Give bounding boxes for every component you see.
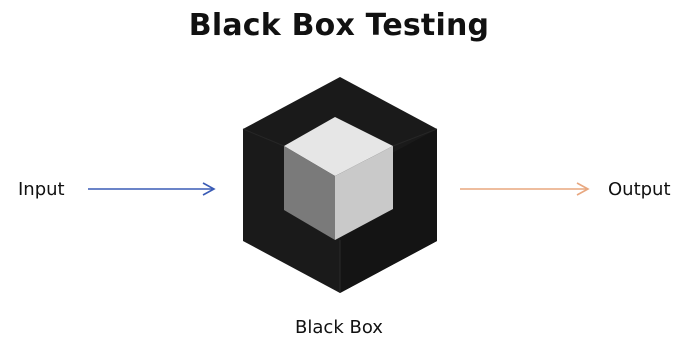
output-label: Output bbox=[608, 179, 671, 200]
black-box-label: Black Box bbox=[295, 317, 383, 338]
input-label: Input bbox=[18, 179, 65, 200]
cube-edge-line bbox=[242, 128, 285, 147]
inner-cube-top-face bbox=[284, 117, 393, 176]
black-box-cube-icon bbox=[242, 77, 438, 293]
diagram-title: Black Box Testing bbox=[188, 8, 490, 43]
inner-cube-left-face bbox=[284, 146, 335, 240]
cube-edge-line bbox=[392, 128, 438, 147]
inner-cube-right-face bbox=[335, 146, 393, 240]
